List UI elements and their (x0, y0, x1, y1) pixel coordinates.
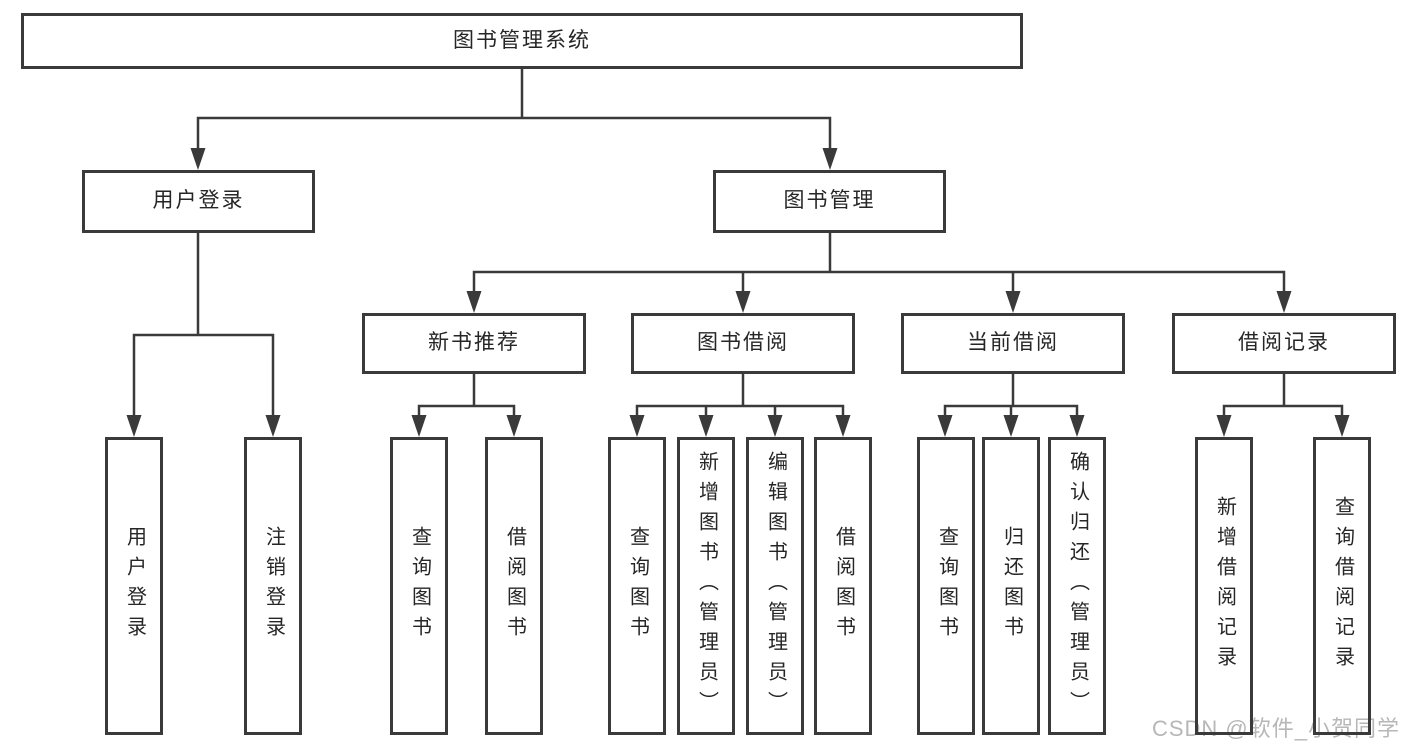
arrowhead-icon (1069, 415, 1085, 437)
node-leaf-confirm-return-admin: 确认归还（管理员） (1048, 437, 1106, 735)
node-leaf-query-books-recommend: 查询图书 (390, 437, 448, 735)
node-leaf-return-books: 归还图书 (982, 437, 1040, 735)
arrowhead-icon (506, 415, 522, 437)
arrowhead-icon (411, 415, 427, 437)
node-leaf-query-books-current: 查询图书 (917, 437, 975, 735)
node-user-login: 用户登录 (82, 170, 315, 233)
node-leaf-query-books-borrowing: 查询图书 (608, 437, 666, 735)
connector-new-book-rec-to-leaves (417, 372, 516, 418)
node-book-management: 图书管理 (713, 170, 946, 233)
arrowhead-icon (735, 291, 751, 313)
arrowhead-icon (937, 415, 953, 437)
arrowhead-icon (1216, 415, 1232, 437)
arrowhead-icon (466, 291, 482, 313)
arrowhead-icon (835, 415, 851, 437)
arrowhead-icon (698, 415, 714, 437)
csdn-watermark: CSDN @软件_小贺同学 (1151, 716, 1400, 741)
connector-user-login-to-leaves (132, 231, 275, 418)
arrowhead-icon (629, 415, 645, 437)
arrowhead-icon (1276, 291, 1292, 313)
node-leaf-add-borrow-record: 新增借阅记录 (1195, 437, 1253, 735)
node-borrowing-records: 借阅记录 (1172, 313, 1396, 374)
node-leaf-add-books-admin: 新增图书（管理员） (677, 437, 735, 735)
arrowhead-icon (265, 415, 281, 437)
arrowhead-icon (126, 415, 142, 437)
node-leaf-borrow-books-recommend: 借阅图书 (485, 437, 543, 735)
node-leaf-user-login: 用户登录 (105, 437, 163, 735)
node-leaf-logout: 注销登录 (244, 437, 302, 735)
node-leaf-borrow-books: 借阅图书 (814, 437, 872, 735)
connector-book-borrow-to-leaves (635, 372, 845, 418)
connector-book-mgmt-to-level3 (472, 231, 1286, 294)
node-new-book-recommend: 新书推荐 (362, 313, 586, 374)
arrowhead-icon (1003, 415, 1019, 437)
connector-borrow-records-to-leaves (1222, 372, 1344, 418)
node-book-borrowing: 图书借阅 (631, 313, 855, 374)
arrowheads (126, 148, 1350, 437)
arrowhead-icon (1334, 415, 1350, 437)
connector-current-borrow-to-leaves (943, 372, 1079, 418)
node-leaf-edit-books-admin: 编辑图书（管理员） (746, 437, 804, 735)
node-current-borrowing: 当前借阅 (901, 313, 1125, 374)
arrowhead-icon (822, 148, 838, 170)
arrowhead-icon (1005, 291, 1021, 313)
arrowhead-icon (767, 415, 783, 437)
connector-root-to-level2 (196, 67, 832, 151)
arrowhead-icon (190, 148, 206, 170)
node-leaf-query-borrow-record: 查询借阅记录 (1313, 437, 1371, 735)
node-root: 图书管理系统 (21, 13, 1023, 69)
